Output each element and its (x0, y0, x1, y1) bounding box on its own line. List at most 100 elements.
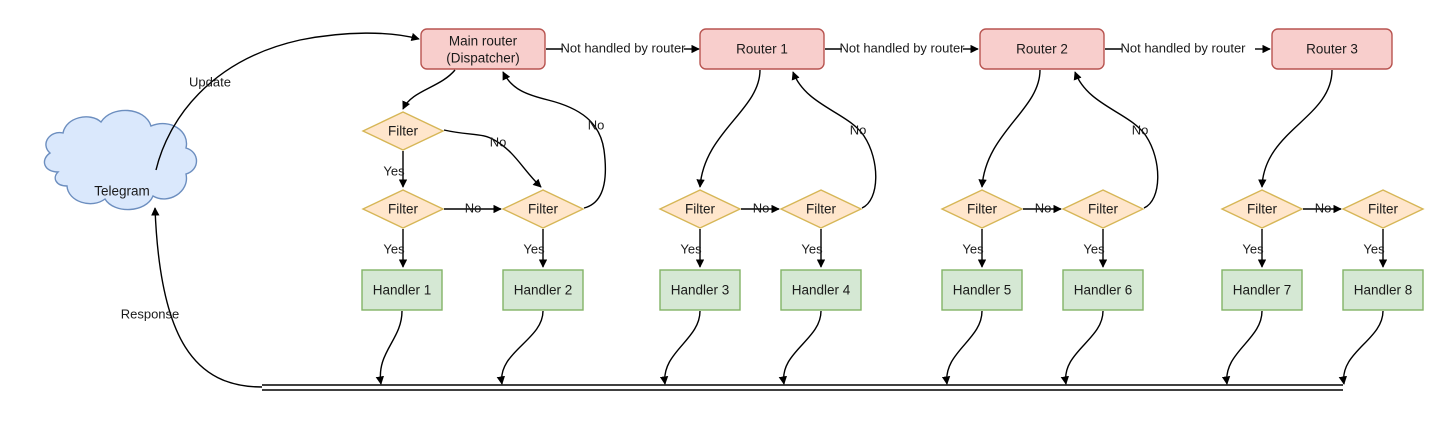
filter-d-node[interactable]: Filter (658, 189, 742, 229)
filter-f-node[interactable]: Filter (940, 189, 1024, 229)
filter-g-shape (1061, 189, 1145, 229)
edge-label-update: Update (189, 74, 231, 89)
filter-c-shape (501, 189, 585, 229)
edge-label-yes-7: Yes (1083, 241, 1105, 256)
telegram-cloud-node[interactable]: Telegram (43, 109, 198, 211)
edge-label-yes-8: Yes (1242, 241, 1264, 256)
main-router-node[interactable]: Main router (Dispatcher) (420, 28, 546, 70)
edge-router1-to-filter-d (696, 69, 761, 188)
handler-5-node[interactable]: Handler 5 (941, 269, 1023, 311)
edge-label-not-handled-1: Not handled by router (560, 40, 686, 55)
handler-1-label: Handler 1 (373, 283, 432, 298)
handler-8-node[interactable]: Handler 8 (1342, 269, 1424, 311)
edge-label-no-4: No (753, 200, 770, 215)
edge-update (155, 32, 420, 171)
edge-handler-5-to-collector (941, 310, 983, 385)
filter-a-shape (361, 111, 445, 151)
filter-g-node[interactable]: Filter (1061, 189, 1145, 229)
handler-5-label: Handler 5 (953, 283, 1012, 298)
filter-c-node[interactable]: Filter (501, 189, 585, 229)
edge-label-response: Response (121, 306, 180, 321)
filter-h-label: Filter (1247, 202, 1278, 217)
handler-3-label: Handler 3 (671, 283, 730, 298)
handler-7-label: Handler 7 (1233, 283, 1292, 298)
filter-b-node[interactable]: Filter (361, 189, 445, 229)
edge-main-to-filter-a (402, 69, 456, 110)
router-2-box (979, 28, 1105, 70)
edge-label-yes-6: Yes (962, 241, 984, 256)
router-3-box (1271, 28, 1393, 70)
filter-f-label: Filter (967, 202, 998, 217)
edge-handler-6-to-collector (1060, 310, 1104, 385)
main-router-box (420, 28, 546, 70)
edge-filter-g-no (1073, 71, 1159, 209)
filter-a-label: Filter (388, 124, 419, 139)
edge-label-no-8: No (1315, 200, 1332, 215)
filter-b-label: Filter (388, 202, 419, 217)
edge-label-no-5: No (850, 122, 867, 137)
filter-e-node[interactable]: Filter (779, 189, 863, 229)
filter-i-label: Filter (1368, 202, 1399, 217)
handler-7-box (1221, 269, 1303, 311)
handler-3-box (659, 269, 741, 311)
edge-router3-to-filter-h (1258, 69, 1333, 188)
router-2-label: Router 2 (1016, 42, 1068, 57)
filter-i-node[interactable]: Filter (1341, 189, 1425, 229)
filter-e-shape (779, 189, 863, 229)
handler-6-node[interactable]: Handler 6 (1062, 269, 1144, 311)
edge-handler-4-to-collector (778, 310, 822, 385)
router-1-box (699, 28, 825, 70)
handler-1-box (361, 269, 443, 311)
handler-8-box (1342, 269, 1424, 311)
edge-label-not-handled-2: Not handled by router (839, 40, 965, 55)
edge-label-no-7: No (1132, 122, 1149, 137)
filter-g-label: Filter (1088, 202, 1119, 217)
filter-c-label: Filter (528, 202, 559, 217)
edge-label-not-handled-3: Not handled by router (1120, 40, 1246, 55)
edge-label-yes-3: Yes (523, 241, 545, 256)
handler-4-box (780, 269, 862, 311)
edge-label-no-3: No (588, 117, 605, 132)
edge-label-yes-1: Yes (383, 163, 405, 178)
edge-label-yes-4: Yes (680, 241, 702, 256)
edge-label-no-1: No (490, 134, 507, 149)
handler-2-label: Handler 2 (514, 283, 573, 298)
filter-h-node[interactable]: Filter (1220, 189, 1304, 229)
edge-router2-to-filter-f (978, 69, 1041, 188)
handler-1-node[interactable]: Handler 1 (361, 269, 443, 311)
handler-3-node[interactable]: Handler 3 (659, 269, 741, 311)
handler-6-box (1062, 269, 1144, 311)
handler-2-box (502, 269, 584, 311)
filter-e-label: Filter (806, 202, 837, 217)
filter-d-label: Filter (685, 202, 716, 217)
edge-handler-8-to-collector (1338, 310, 1384, 385)
router-3-label: Router 3 (1306, 42, 1358, 57)
filter-h-shape (1220, 189, 1304, 229)
handler-6-label: Handler 6 (1074, 283, 1133, 298)
router-1-node[interactable]: Router 1 (699, 28, 825, 70)
telegram-cloud-label: Telegram (94, 184, 150, 199)
main-router-label-line2: (Dispatcher) (446, 51, 520, 66)
handler-2-node[interactable]: Handler 2 (502, 269, 584, 311)
filter-d-shape (658, 189, 742, 229)
handler-5-box (941, 269, 1023, 311)
filter-i-shape (1341, 189, 1425, 229)
edge-filter-c-no (502, 71, 607, 209)
filter-a-node[interactable]: Filter (361, 111, 445, 151)
edge-response (151, 207, 263, 388)
router-3-node[interactable]: Router 3 (1271, 28, 1393, 70)
edge-filter-e-no (791, 71, 877, 209)
edge-label-yes-9: Yes (1363, 241, 1385, 256)
handler-4-label: Handler 4 (792, 283, 851, 298)
handler-4-node[interactable]: Handler 4 (780, 269, 862, 311)
edge-handler-2-to-collector (496, 310, 544, 385)
edge-label-no-2: No (465, 200, 482, 215)
handler-7-node[interactable]: Handler 7 (1221, 269, 1303, 311)
handler-8-label: Handler 8 (1354, 283, 1413, 298)
edge-handler-1-to-collector (375, 310, 403, 385)
router-1-label: Router 1 (736, 42, 788, 57)
edge-handler-3-to-collector (659, 310, 701, 385)
router-2-node[interactable]: Router 2 (979, 28, 1105, 70)
edge-label-no-6: No (1035, 200, 1052, 215)
